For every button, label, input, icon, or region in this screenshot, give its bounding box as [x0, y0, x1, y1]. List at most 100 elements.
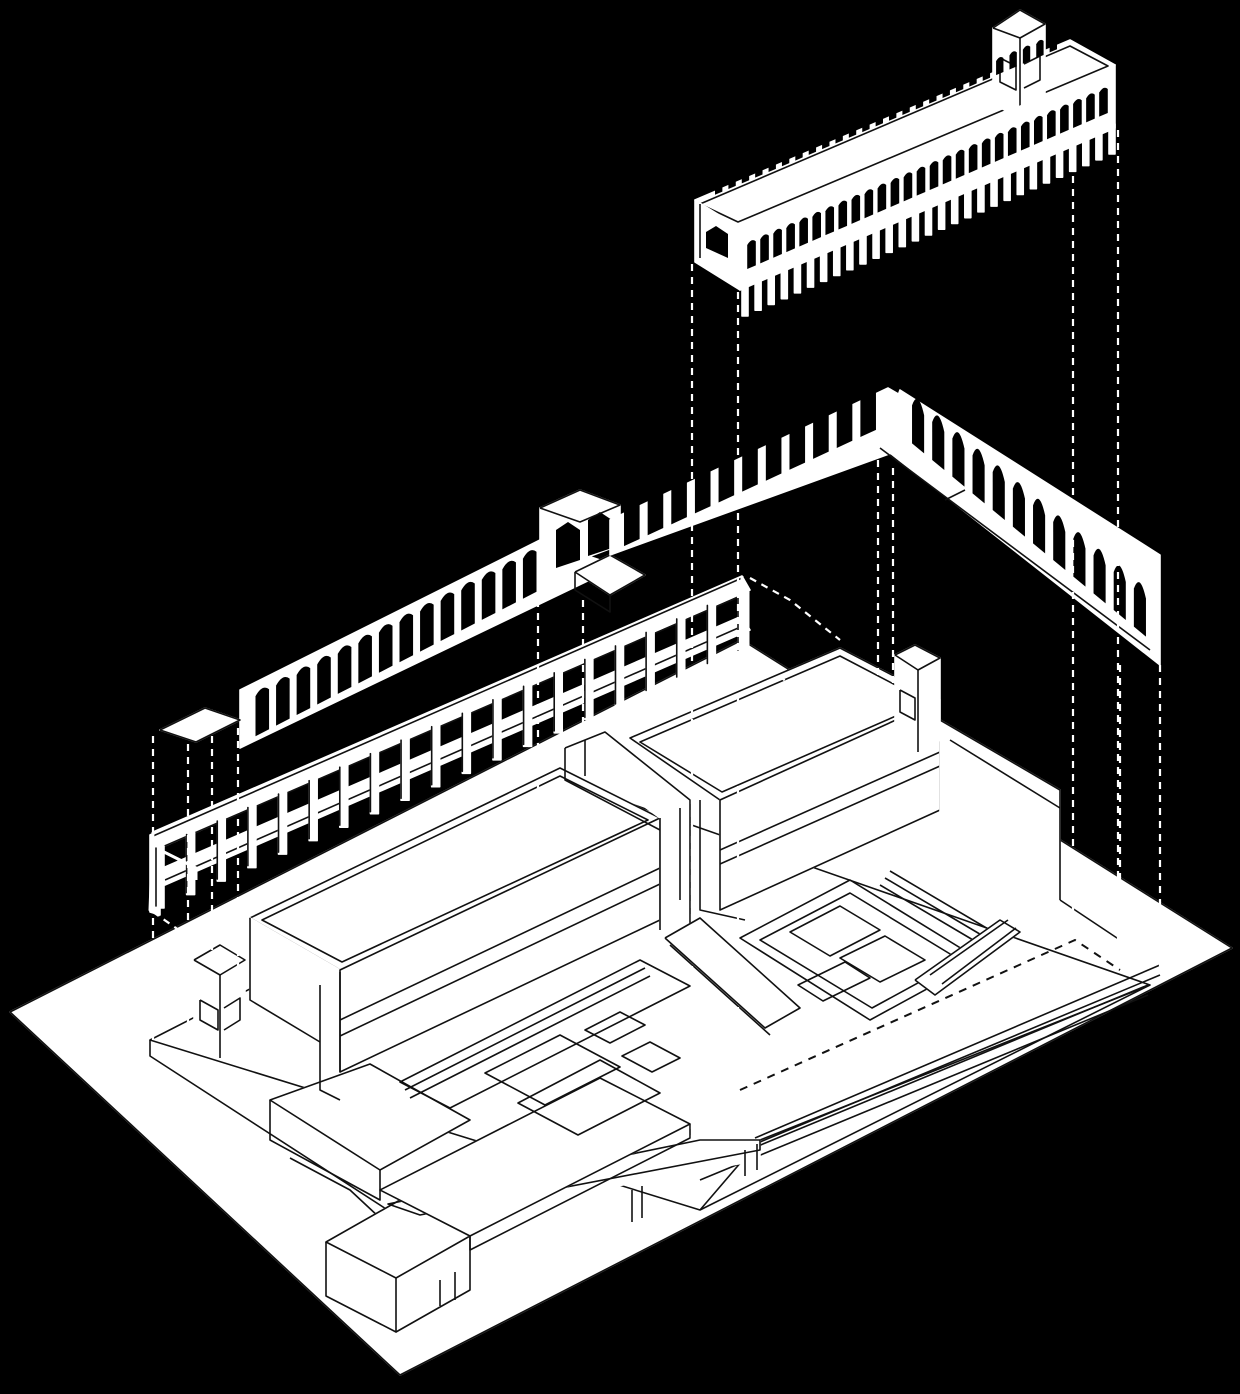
loggia-arch: [851, 194, 861, 224]
arcade-arch: [836, 398, 853, 448]
loggia-arch: [838, 200, 848, 230]
loggia-rear-arch: [1036, 39, 1044, 59]
arcade-arch: [440, 592, 455, 642]
colonnade-frame: [148, 575, 751, 917]
loggia-rear-arch: [755, 159, 763, 178]
courtyard-pools: [399, 870, 1021, 1136]
loggia-rear-arch: [889, 102, 897, 121]
loggia-arch: [903, 172, 913, 202]
loggia-arch: [1060, 104, 1069, 134]
arcade-arch: [624, 496, 640, 547]
loggia-leg: [793, 262, 802, 294]
loggia-leg: [1095, 128, 1103, 161]
loggia-rear-arch: [1022, 45, 1031, 64]
loggia-leg: [1055, 146, 1064, 178]
loggia-arch: [1007, 127, 1017, 157]
loggia-arch: [890, 178, 900, 207]
loggia-rear-arch: [875, 108, 883, 127]
arcade-arch: [522, 550, 537, 599]
loggia-arch: [916, 166, 926, 196]
arcade-arch: [1033, 498, 1046, 554]
tower-base-left: [193, 944, 246, 1059]
loggia-arch: [1034, 115, 1043, 145]
loggia-arch: [747, 240, 756, 270]
loggia-leg: [1081, 134, 1090, 167]
loggia-arch: [955, 149, 965, 179]
arcade-arch: [952, 432, 965, 487]
loggia-rear-arch: [982, 62, 991, 81]
loggia-leg: [898, 215, 907, 248]
loggia-leg: [950, 192, 959, 225]
loggia-leg: [832, 244, 841, 277]
loggia-leg: [872, 227, 880, 259]
loggia-rear-arch: [1009, 51, 1017, 70]
middle-arcade: [159, 387, 1161, 749]
loggia-arch: [799, 217, 808, 247]
loggia-rear-arch: [862, 113, 870, 133]
loggia-rear-arch: [822, 130, 830, 150]
arcade-arch: [337, 645, 352, 694]
arcade-arch: [399, 613, 414, 663]
colonnade-column: [216, 818, 227, 882]
colonnade-column: [461, 710, 472, 775]
loggia-leg: [846, 238, 854, 271]
arcade-arch: [765, 431, 782, 481]
loggia-rear-arch: [1049, 34, 1057, 53]
loggia-arch: [864, 189, 874, 219]
loggia-arch: [877, 183, 887, 213]
arcade-arch: [378, 624, 393, 673]
loggia-rear-arch: [741, 165, 750, 184]
loggia-leg: [754, 279, 762, 312]
loggia-rear-arch: [996, 56, 1004, 76]
colonnade-column: [614, 643, 625, 707]
arcade-arch: [671, 475, 687, 525]
arcade-arch: [694, 464, 711, 514]
loggia-rear-arch: [835, 125, 843, 144]
loggia-arch: [812, 211, 821, 241]
loggia-arch: [773, 228, 782, 258]
loggia-rear-arch: [955, 74, 964, 93]
arcade-arch: [276, 677, 290, 726]
loggia-leg: [911, 209, 920, 242]
loggia-arch: [929, 161, 939, 191]
colonnade-column: [706, 602, 717, 667]
arcade-arch: [358, 634, 372, 684]
loggia-rear-arch: [768, 153, 776, 172]
arcade-arch: [718, 453, 735, 503]
arcade-arch: [1053, 515, 1066, 570]
arcade-arch: [502, 560, 516, 610]
loggia-rear-arch: [848, 119, 857, 138]
arcade-arch: [1093, 548, 1106, 604]
loggia-arch: [1086, 93, 1095, 123]
loggia-leg: [859, 233, 867, 265]
loggia-rear-arch: [929, 85, 937, 104]
colonnade-column: [645, 629, 655, 694]
tower-base-right: [894, 644, 941, 753]
loggia-leg: [964, 186, 972, 219]
arcade-arch: [742, 442, 758, 492]
loggia-leg: [937, 198, 946, 231]
loggia-arch: [942, 155, 952, 185]
colonnade-column: [522, 683, 533, 748]
loggia-rear-arch: [942, 79, 950, 98]
loggia-arch: [968, 144, 978, 174]
colonnade-column: [675, 616, 686, 680]
arcade-arch: [860, 387, 876, 438]
loggia-arch: [1099, 87, 1108, 117]
loggia-arch: [994, 132, 1004, 162]
arcade-arch: [992, 465, 1005, 520]
loggia-rear-arch: [902, 96, 910, 116]
arcade-arch: [296, 666, 311, 716]
loggia-leg: [977, 181, 985, 213]
colonnade-column: [400, 737, 410, 802]
loggia-leg: [741, 285, 749, 317]
arcade-arch: [481, 571, 496, 620]
colonnade-column: [492, 696, 502, 761]
arcade-arch: [1133, 582, 1146, 637]
arcade-arch: [813, 409, 829, 459]
main-building-right: [564, 647, 1121, 1036]
loggia-rear-arch: [728, 170, 736, 190]
colonnade-column: [155, 845, 165, 909]
loggia-rear-arch: [715, 176, 723, 195]
loggia-arch: [1047, 110, 1056, 140]
